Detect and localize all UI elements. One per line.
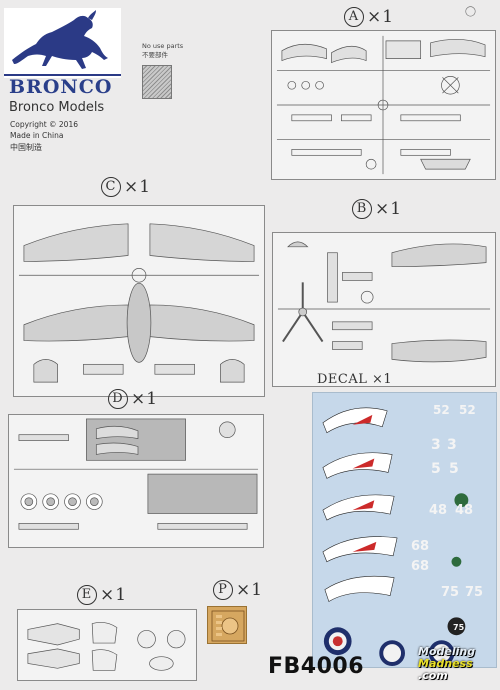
sprue-c-label: C×1 — [101, 176, 151, 197]
decal-sheet-art — [322, 407, 469, 667]
sprue-p-label: P×1 — [213, 580, 263, 600]
sprue-b-frame — [272, 232, 496, 387]
brand-block: BRONCO Bronco Models Copyright © 2016 Ma… — [4, 8, 121, 156]
sprue-e-label: E×1 — [77, 584, 127, 605]
company-name: Bronco Models — [9, 100, 105, 115]
decal-number-3a: 3 — [431, 437, 441, 453]
sprue-c-parts — [18, 223, 260, 383]
decal-number-68b: 68 — [411, 559, 430, 574]
product-code: FB4006 — [268, 654, 365, 679]
decal-number-75c: 75 — [453, 623, 465, 632]
sprue-a-label: A×1 — [344, 6, 394, 27]
watermark-logo: Modeling Madness .com — [418, 646, 498, 682]
made-in-text: Made in China — [10, 131, 64, 140]
decal-number-3b: 3 — [447, 437, 457, 453]
watermark-line-1: Modeling — [418, 645, 476, 658]
made-in-cn-text: 中国制造 — [10, 143, 42, 152]
decal-number-5b: 5 — [449, 461, 459, 477]
sprue-b-label: B×1 — [352, 198, 402, 219]
horse-shape — [12, 15, 108, 69]
sprue-a-parts — [276, 35, 491, 175]
decal-number-48b: 48 — [455, 503, 474, 518]
sprue-e-frame — [17, 609, 197, 681]
page-edge-mark: ◯ — [465, 6, 476, 17]
decal-number-5a: 5 — [431, 461, 441, 477]
decal-number-75b: 75 — [465, 585, 484, 600]
sprue-c-frame — [13, 205, 265, 397]
watermark-line-3: .com — [418, 669, 448, 682]
photo-etch-parts — [211, 610, 245, 642]
decal-number-68a: 68 — [411, 539, 430, 554]
watermark-line-2: Madness — [418, 657, 473, 670]
decal-sheet: 52 52 3 3 5 5 48 48 68 68 75 75 75 — [312, 392, 497, 668]
photo-etch-fret — [207, 606, 247, 644]
horse-logo-icon — [4, 8, 121, 78]
brand-logo-text: BRONCO — [9, 76, 113, 98]
sprue-b-parts — [277, 241, 491, 363]
no-use-label-en: No use parts — [142, 42, 184, 50]
decal-label: DECAL ×1 — [317, 372, 393, 387]
no-use-hatch-swatch — [142, 65, 172, 99]
decal-number-48a: 48 — [429, 503, 448, 518]
sprue-a-frame — [271, 30, 496, 180]
decal-number-52a: 52 — [433, 403, 450, 417]
sprue-d-label: D×1 — [108, 388, 158, 409]
logo-divider — [4, 74, 121, 76]
sprue-d-parts — [13, 418, 259, 530]
no-use-legend: No use parts 不要部件 — [142, 42, 183, 60]
sprue-d-frame — [8, 414, 264, 548]
decal-number-52b: 52 — [459, 403, 476, 417]
no-use-label-cn: 不要部件 — [142, 51, 168, 59]
copyright-text: Copyright © 2016 — [10, 120, 79, 129]
decal-number-75a: 75 — [441, 585, 460, 600]
sprue-e-parts — [27, 621, 186, 671]
